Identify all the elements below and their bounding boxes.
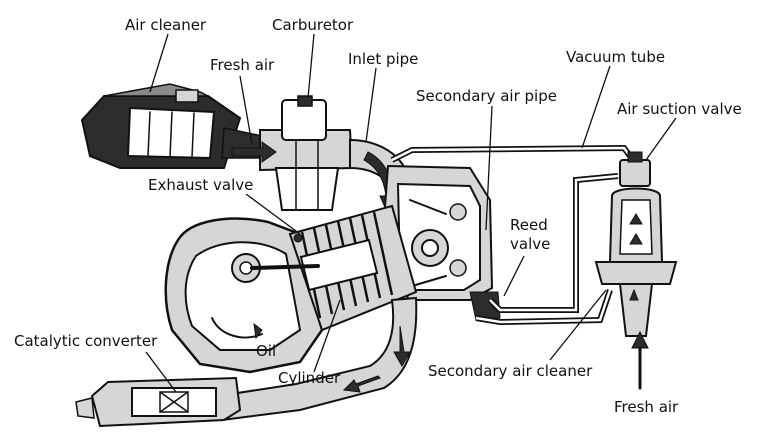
label-secondary-air-pipe: Secondary air pipe: [416, 87, 557, 105]
secondary-air-piping: [390, 144, 633, 326]
leader-lines: [145, 33, 677, 393]
air-cleaner-drawing: [80, 83, 263, 169]
label-fresh-air-bottom: Fresh air: [614, 398, 679, 416]
label-inlet-pipe: Inlet pipe: [348, 50, 418, 68]
cylinder-drawing: [250, 204, 418, 332]
carburetor-drawing: [231, 95, 354, 211]
label-air-cleaner: Air cleaner: [125, 16, 207, 34]
label-reed-valve-line2: valve: [510, 235, 550, 253]
exhaust-pipe-drawing: [75, 296, 418, 428]
air-suction-valve-drawing: [594, 151, 678, 337]
label-oil: Oil: [256, 342, 276, 360]
fresh-air-bottom-arrow: [631, 330, 649, 390]
labels: Air cleaner Carburetor Fresh air Inlet p…: [14, 16, 742, 416]
label-fresh-air-top: Fresh air: [210, 56, 275, 74]
label-carburetor: Carburetor: [272, 16, 354, 34]
label-exhaust-valve: Exhaust valve: [148, 176, 253, 194]
label-catalytic-converter: Catalytic converter: [14, 332, 158, 350]
label-air-suction-valve: Air suction valve: [617, 100, 742, 118]
label-cylinder: Cylinder: [278, 369, 341, 387]
label-secondary-air-cleaner: Secondary air cleaner: [428, 362, 593, 380]
label-vacuum-tube: Vacuum tube: [566, 48, 665, 66]
label-reed-valve-line1: Reed: [510, 216, 548, 234]
